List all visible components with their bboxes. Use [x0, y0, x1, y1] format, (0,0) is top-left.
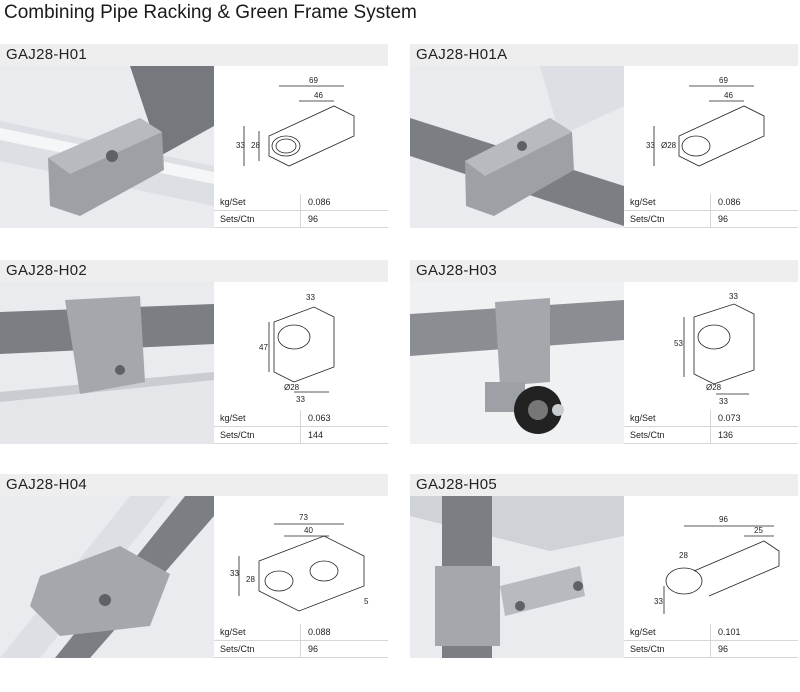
product-photo: [410, 496, 624, 658]
product-code: GAJ28-H03: [416, 262, 498, 279]
dim-label: 5: [364, 597, 369, 606]
product-header: GAJ28-H04: [0, 474, 388, 496]
dim-label: 33: [719, 397, 728, 406]
dim-label: 33: [296, 395, 305, 404]
product-code: GAJ28-H04: [6, 476, 88, 493]
dim-label: 33: [654, 597, 663, 606]
dim-label: 33: [236, 141, 245, 150]
product-photo: [0, 496, 214, 658]
product-header: GAJ28-H01A: [410, 44, 798, 66]
product-code: GAJ28-H05: [416, 476, 498, 493]
product-code: GAJ28-H01A: [416, 46, 508, 63]
dim-label: 46: [724, 91, 733, 100]
dim-label: Ø28: [284, 383, 300, 392]
product-header: GAJ28-H05: [410, 474, 798, 496]
product-photo: [0, 66, 214, 228]
dim-label: 53: [674, 339, 683, 348]
product-code: GAJ28-H02: [6, 262, 88, 279]
product-photo: [0, 282, 214, 444]
dim-label: 33: [230, 569, 239, 578]
product-header: GAJ28-H02: [0, 260, 388, 282]
dimension-drawing: 33 47 Ø28 33: [214, 282, 388, 410]
product-code: GAJ28-H01: [6, 46, 88, 63]
dim-label: 28: [679, 551, 688, 560]
dim-label: 33: [306, 293, 315, 302]
dim-label: 73: [299, 513, 308, 522]
dim-label: 28: [251, 141, 260, 150]
dimension-drawing: 73 40 33 28 5: [214, 496, 388, 624]
dimension-drawing: 33 53 Ø28 33: [624, 282, 798, 410]
dim-label: 47: [259, 343, 268, 352]
dim-label: 69: [719, 76, 728, 85]
dim-label: 46: [314, 91, 323, 100]
dim-label: Ø28: [661, 141, 677, 150]
page-title: Combining Pipe Racking & Green Frame Sys…: [4, 2, 417, 23]
product-header: GAJ28-H01: [0, 44, 388, 66]
dimension-drawing: 69 46 33 Ø28: [624, 66, 798, 194]
dim-label: 33: [646, 141, 655, 150]
dim-label: 28: [246, 575, 255, 584]
product-photo: [410, 66, 624, 228]
dim-label: 33: [729, 292, 738, 301]
product-photo: [410, 282, 624, 444]
dim-label: 96: [719, 515, 728, 524]
dim-label: 69: [309, 76, 318, 85]
dimension-drawing: 69 46 33 28: [214, 66, 388, 194]
dim-label: 40: [304, 526, 313, 535]
dim-label: Ø28: [706, 383, 722, 392]
dim-label: 25: [754, 526, 763, 535]
dimension-drawing: 96 25 28 33: [624, 496, 798, 624]
product-header: GAJ28-H03: [410, 260, 798, 282]
